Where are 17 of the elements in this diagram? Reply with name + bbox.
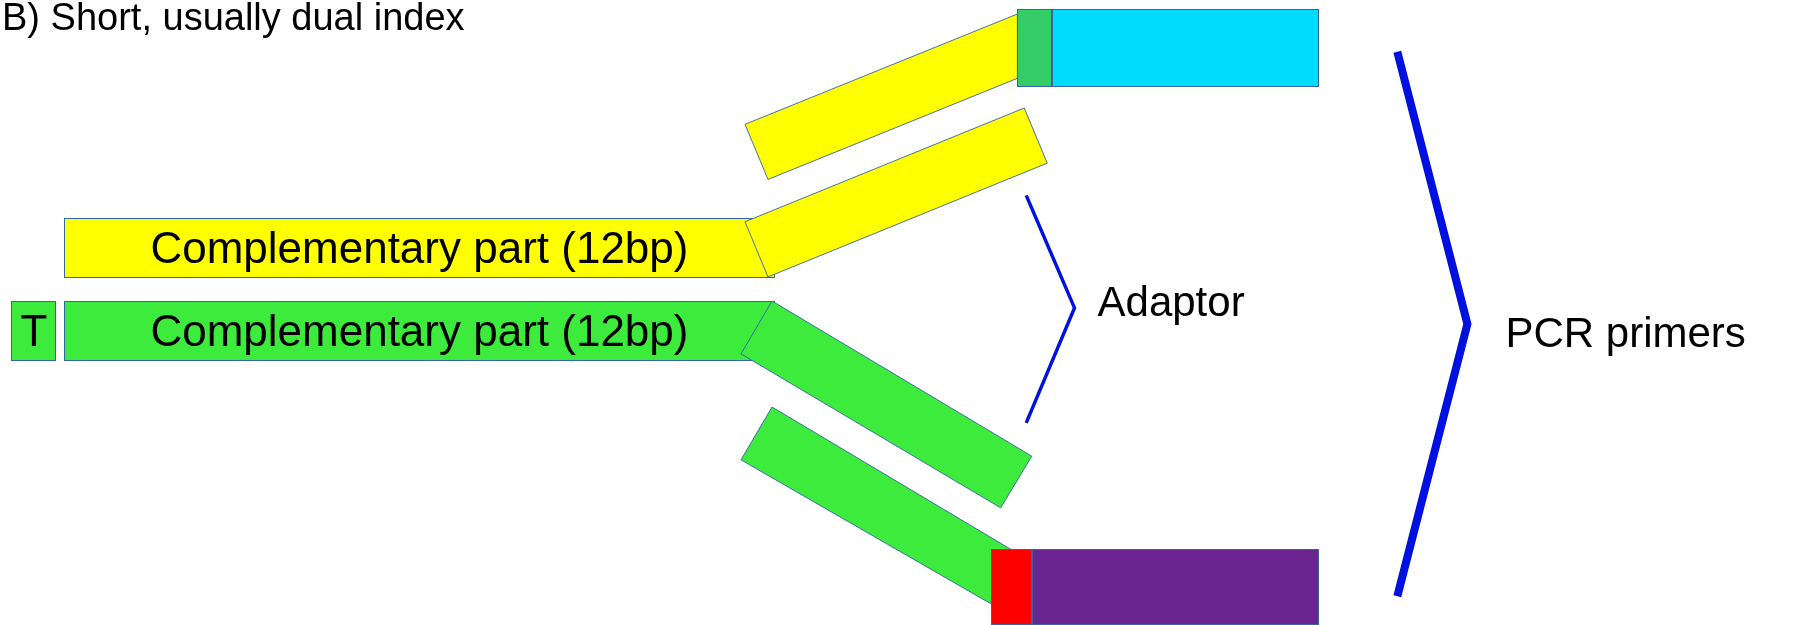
primer-block bbox=[1051, 9, 1320, 88]
adaptor-strand-bar bbox=[744, 108, 1047, 277]
adaptor-strand-bar bbox=[744, 13, 1018, 180]
strand-bar bbox=[11, 301, 57, 361]
index-block bbox=[990, 549, 1032, 625]
adaptor-strand-bar bbox=[741, 406, 1012, 604]
primer-block bbox=[1032, 549, 1320, 625]
part-label: Adaptor bbox=[1097, 279, 1245, 326]
strand-bar bbox=[64, 218, 775, 279]
strand-label: T bbox=[20, 308, 48, 353]
adaptor-strand-bar bbox=[741, 301, 1032, 508]
strand-label: Complementary part (12bp) bbox=[150, 308, 689, 353]
part-label: PCR primers bbox=[1505, 310, 1746, 357]
diagram-title: B) Short, usually dual index bbox=[2, 0, 465, 39]
strand-bar bbox=[64, 301, 775, 361]
strand-label: Complementary part (12bp) bbox=[150, 226, 689, 271]
index-block bbox=[1017, 9, 1052, 88]
